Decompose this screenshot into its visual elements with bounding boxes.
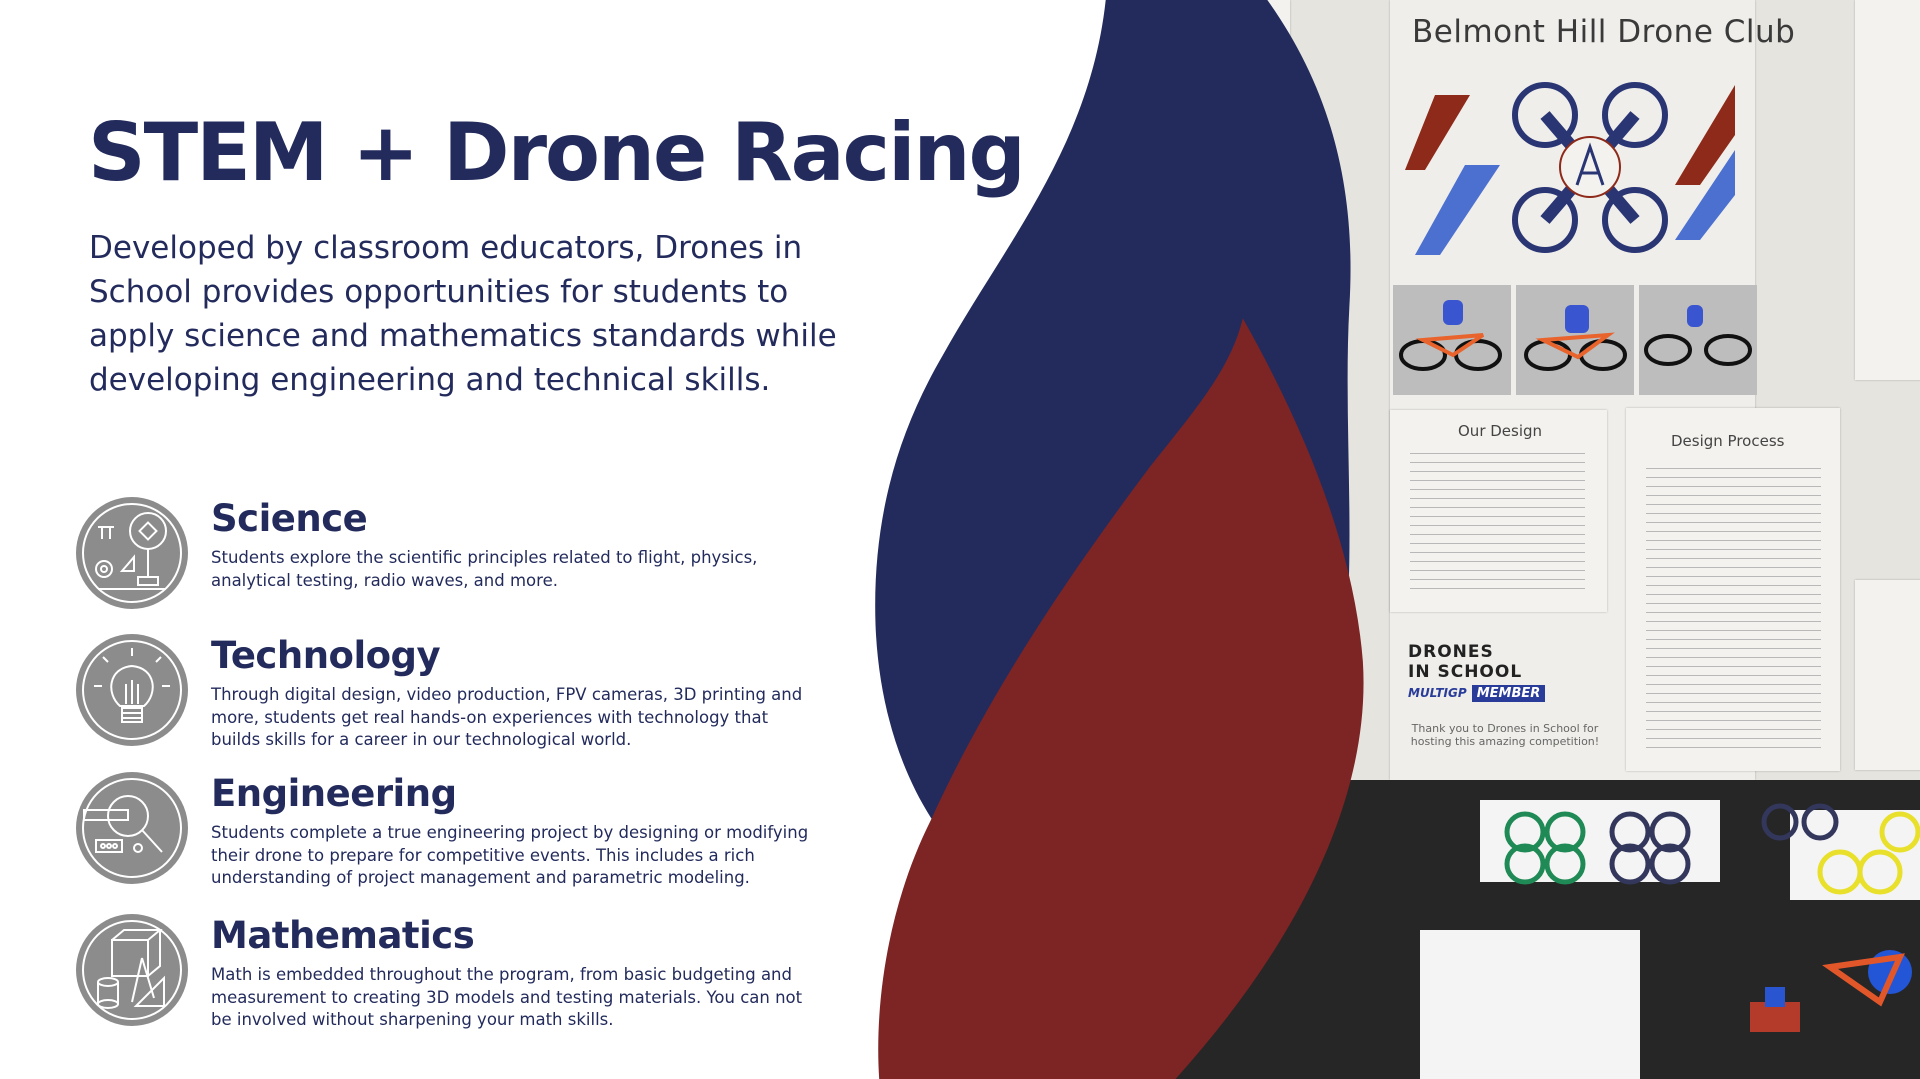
- drones-in-school-logo: DRONES IN SCHOOL MULTIGP MEMBER: [1408, 642, 1608, 702]
- feature-engineering: Engineering Students complete a true eng…: [76, 772, 836, 892]
- feature-text: Students explore the scientific principl…: [211, 548, 758, 590]
- feature-title: Engineering: [211, 772, 457, 815]
- member-badge: MEMBER: [1471, 685, 1546, 702]
- feature-text: Math is embedded throughout the program,…: [211, 965, 803, 1029]
- feature-science: Science Students explore the scientific …: [76, 497, 836, 617]
- paper-booklet: [1420, 930, 1640, 1079]
- page-title: STEM + Drone Racing: [88, 106, 1026, 199]
- drone-frames-illustration: [1399, 300, 1752, 371]
- left-panel: [1230, 180, 1300, 410]
- drone-frames-on-table: [1504, 803, 1920, 1032]
- right-panel: [1855, 0, 1920, 380]
- multigp-text: MULTIGP: [1408, 686, 1467, 700]
- display-table: [1150, 780, 1920, 1079]
- design-process-panel: Design Process: [1626, 408, 1840, 771]
- thanks-text: Thank you to Drones in School for hostin…: [1410, 722, 1600, 748]
- display-board: Belmont Hill Drone Club Our Design Desig…: [1150, 0, 1920, 780]
- drone-club-photo: Belmont Hill Drone Club Our Design Desig…: [1150, 0, 1920, 1079]
- feature-title: Mathematics: [211, 914, 475, 957]
- logo-text: DRONES: [1408, 642, 1494, 662]
- feature-title: Technology: [211, 634, 441, 677]
- drone-club-logo: [1405, 82, 1735, 255]
- feature-text: Through digital design, video production…: [211, 685, 803, 749]
- design-process-heading: Design Process: [1671, 432, 1785, 450]
- feature-text: Students complete a true engineering pro…: [211, 823, 809, 887]
- geometry-tools-icon: [76, 914, 188, 1026]
- drone-photo: [1639, 285, 1757, 395]
- our-design-heading: Our Design: [1458, 422, 1543, 440]
- poster-title: Belmont Hill Drone Club: [1412, 14, 1796, 50]
- magnifier-engineering-icon: [76, 772, 188, 884]
- right-panel: [1855, 580, 1920, 770]
- paper-card: [1150, 800, 1250, 892]
- science-icon: [76, 497, 188, 609]
- feature-mathematics: Mathematics Math is embedded throughout …: [76, 914, 836, 1034]
- intro-paragraph: Developed by classroom educators, Drones…: [89, 230, 837, 398]
- feature-technology: Technology Through digital design, video…: [76, 634, 836, 754]
- our-design-panel: Our Design: [1390, 410, 1607, 612]
- lightbulb-circuit-icon: [76, 634, 188, 746]
- drone-photo: [1516, 285, 1634, 395]
- left-panel: [1230, 0, 1290, 160]
- feature-title: Science: [211, 497, 368, 540]
- logo-text: IN SCHOOL: [1408, 662, 1523, 682]
